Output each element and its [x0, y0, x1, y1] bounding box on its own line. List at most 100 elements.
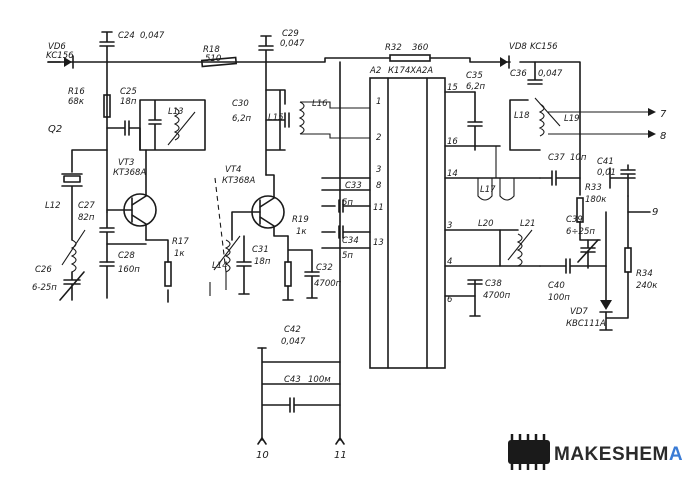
c32-capacitor — [304, 271, 320, 299]
label-c34-value: 5п — [342, 251, 353, 261]
chip-a2 — [369, 77, 446, 369]
label-r19: R19 — [292, 215, 309, 225]
label-c39: C39 — [566, 215, 583, 225]
vd6-diode — [64, 55, 74, 69]
label-vd7: VD7 — [570, 307, 588, 317]
gang-dash — [214, 177, 227, 273]
label-q2: Q2 — [48, 124, 62, 135]
l20-l21 — [499, 229, 541, 267]
label-r18-value: 510 — [205, 54, 221, 64]
label-vd7-part: КВС111А — [566, 319, 606, 329]
label-out11: 11 — [334, 450, 347, 461]
label-vd8: VD8 — [509, 42, 527, 52]
l15-tank — [265, 89, 286, 176]
label-vt4-part: КТ368А — [222, 176, 255, 186]
label-r17-value: 1к — [174, 249, 185, 259]
label-pin16: 16 — [447, 137, 458, 147]
c38-capacitor — [467, 279, 483, 317]
label-pin3: 3 — [376, 165, 381, 175]
label-r33: R33 — [585, 183, 602, 193]
l15-coil — [298, 101, 370, 139]
r17-branch — [145, 239, 169, 303]
label-l21: L21 — [520, 219, 536, 229]
label-r18: R18 — [203, 45, 220, 55]
label-c36-value: 0,047 — [538, 69, 563, 79]
label-pin2: 2 — [376, 133, 381, 143]
label-r32: R32 — [385, 43, 402, 53]
label-c43-value: 100м — [308, 375, 331, 385]
label-pin3-right: 3 — [447, 221, 452, 231]
label-r34: R34 — [636, 269, 653, 279]
label-c39-value: 6÷25п — [566, 227, 595, 237]
label-c40: C40 — [548, 281, 565, 291]
c37-capacitor — [539, 170, 581, 186]
l20-l21-winding — [507, 229, 533, 267]
r18-resistor — [200, 56, 238, 68]
label-out7: 7 — [660, 109, 667, 120]
l18-coil — [509, 99, 541, 151]
label-vt3: VT3 — [118, 158, 134, 168]
label-pin1: 1 — [376, 97, 381, 107]
vd7-diode — [599, 300, 613, 313]
label-c36: C36 — [510, 69, 527, 79]
out8-arrow — [648, 130, 656, 138]
label-r32-value: 360 — [412, 43, 428, 53]
label-l13: L13 — [168, 107, 184, 117]
label-c42-value: 0,047 — [281, 337, 306, 347]
vt3-transistor — [106, 149, 157, 241]
label-c38-value: 4700п — [483, 291, 511, 301]
c24-capacitor — [99, 31, 115, 63]
label-l19: L19 — [564, 114, 580, 124]
label-c33-value: 5п — [342, 198, 353, 208]
label-c28: C28 — [118, 251, 135, 261]
label-kc156-left: KC156 — [46, 51, 74, 61]
label-c37: C37 — [548, 153, 565, 163]
chip-logo-icon — [508, 434, 550, 470]
l12-coil — [61, 229, 86, 273]
r19-branch — [282, 235, 313, 301]
q2-crystal — [61, 149, 108, 241]
label-r34-value: 240к — [636, 281, 658, 291]
label-c33: C33 — [345, 181, 362, 191]
label-out9: 9 — [652, 207, 658, 218]
label-c27-value: 82п — [78, 213, 95, 223]
label-c24: C24 — [118, 31, 135, 41]
label-l18: L18 — [514, 111, 530, 121]
label-c31-value: 18п — [254, 257, 271, 267]
label-vd6: VD6 — [48, 42, 66, 52]
label-out8: 8 — [660, 131, 666, 142]
c34-lines — [321, 225, 371, 249]
pin10-arrow — [257, 347, 267, 445]
label-c24-value: 0,047 — [140, 31, 165, 41]
vertical-bus — [335, 61, 345, 445]
label-a2: A2 — [369, 66, 381, 76]
label-c29-value: 0,047 — [280, 39, 305, 49]
label-c40-value: 100п — [548, 293, 570, 303]
label-c25-value: 18п — [120, 97, 137, 107]
r17-resistor — [164, 261, 172, 287]
label-r19-value: 1к — [296, 227, 307, 237]
r32-resistor — [389, 54, 431, 62]
c40-capacitor — [539, 258, 607, 274]
c42-c43 — [261, 347, 341, 441]
label-c26-value: 6-25п — [32, 283, 57, 293]
label-l14: L14 — [212, 261, 228, 271]
l14-coil — [209, 235, 241, 296]
label-l17: L17 — [480, 185, 496, 195]
label-c27: C27 — [78, 201, 95, 211]
label-c32-value: 4700п — [314, 279, 342, 289]
c26-capacitor — [59, 271, 85, 301]
label-c29: C29 — [282, 29, 299, 39]
label-l12: L12 — [45, 201, 61, 211]
c28-capacitor — [99, 261, 115, 299]
c41-capacitor — [609, 164, 636, 197]
label-pin4: 4 — [447, 257, 452, 267]
label-c35-value: 6,2п — [466, 82, 486, 92]
watermark-prefix: MAKESHEM — [554, 444, 669, 465]
label-chip-part: К174ХА2А — [388, 66, 433, 76]
label-l16: L16 — [312, 99, 328, 109]
watermark-accent: A — [668, 444, 684, 465]
label-c30-value: 6,2п — [232, 114, 252, 124]
